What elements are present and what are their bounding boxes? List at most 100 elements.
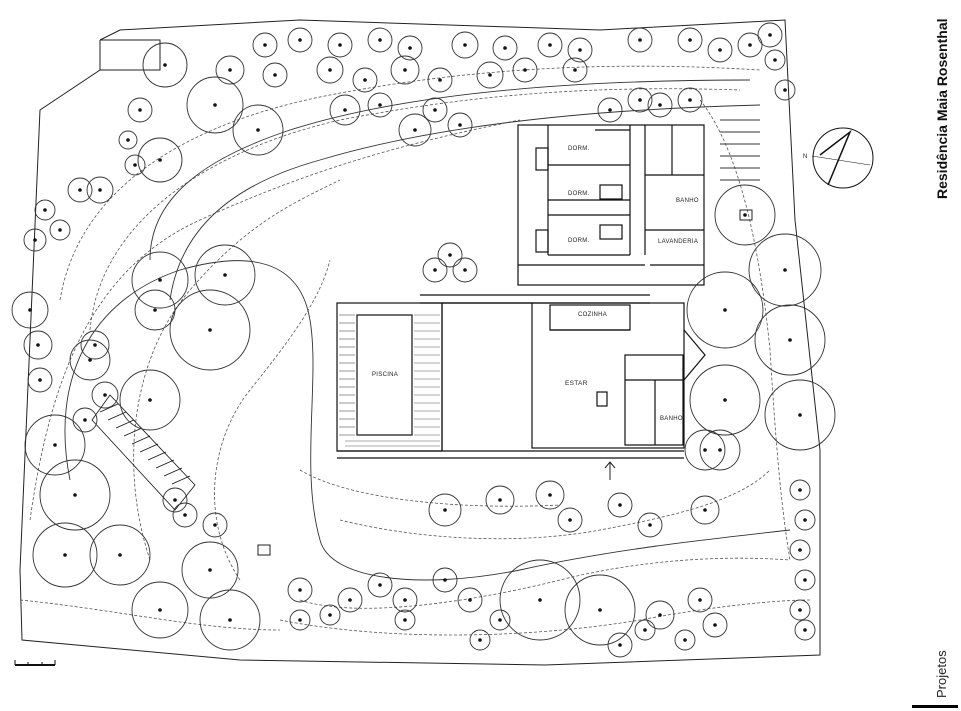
tree-trunk-dot xyxy=(133,163,137,167)
tree-trunk-dot xyxy=(643,628,647,632)
tree-trunk-dot xyxy=(223,273,227,277)
tree-trunk-dot xyxy=(723,308,727,312)
trees-layer xyxy=(12,23,835,657)
tree-trunk-dot xyxy=(58,228,62,232)
tree-trunk-dot xyxy=(53,443,57,447)
tree-trunk-dot xyxy=(126,138,130,142)
tree-trunk-dot xyxy=(638,38,642,42)
tree-trunk-dot xyxy=(163,63,167,67)
tree-trunk-dot xyxy=(598,608,602,612)
tree-trunk-dot xyxy=(103,393,107,397)
tree-trunk-dot xyxy=(328,68,332,72)
boundary-notch xyxy=(100,40,160,70)
tree-trunk-dot xyxy=(478,638,482,642)
tree-trunk-dot xyxy=(783,88,787,92)
tree-trunk-dot xyxy=(98,188,102,192)
tree-trunk-dot xyxy=(338,43,342,47)
tree-trunk-dot xyxy=(153,308,157,312)
tree-trunk-dot xyxy=(343,108,347,112)
tree-trunk-dot xyxy=(256,128,260,132)
pool-deck-boards xyxy=(339,315,440,446)
tree-trunk-dot xyxy=(173,498,177,502)
tree-trunk-dot xyxy=(458,123,462,127)
room-label-dorm: DORM. xyxy=(568,191,590,197)
tree-trunk-dot xyxy=(208,328,212,332)
tree-trunk-dot xyxy=(688,98,692,102)
room-label-lavanderia: LAVANDERIA xyxy=(658,239,698,245)
tree-trunk-dot xyxy=(718,448,722,452)
tree-trunk-dot xyxy=(468,598,472,602)
section-label: Projetos xyxy=(934,650,949,698)
tree-trunk-dot xyxy=(73,493,77,497)
tree-trunk-dot xyxy=(548,493,552,497)
tree-trunk-dot xyxy=(36,343,40,347)
tree-trunk-dot xyxy=(363,78,367,82)
tree-trunk-dot xyxy=(33,238,37,242)
tree-trunk-dot xyxy=(688,38,692,42)
tree-trunk-dot xyxy=(93,343,97,347)
tree-trunk-dot xyxy=(298,618,302,622)
tree-trunk-dot xyxy=(798,608,802,612)
north-arrow-icon xyxy=(812,128,873,188)
tree-trunk-dot xyxy=(433,108,437,112)
tree-trunk-dot xyxy=(578,48,582,52)
tree-trunk-dot xyxy=(403,618,407,622)
tree-trunk-dot xyxy=(783,268,787,272)
section-marker-bar xyxy=(912,705,958,708)
tree-trunk-dot xyxy=(438,78,442,82)
tree-trunk-dot xyxy=(618,503,622,507)
tree-trunk-dot xyxy=(488,73,492,77)
tree-trunk-dot xyxy=(638,98,642,102)
tree-trunk-dot xyxy=(503,46,507,50)
tree-trunk-dot xyxy=(658,103,662,107)
tree-trunk-dot xyxy=(403,598,407,602)
tree-trunk-dot xyxy=(648,523,652,527)
tree-trunk-dot xyxy=(803,628,807,632)
tree-trunk-dot xyxy=(803,578,807,582)
room-label-banho: BANHO xyxy=(660,416,683,422)
tree-trunk-dot xyxy=(138,108,142,112)
tree-trunk-dot xyxy=(433,268,437,272)
tree-trunk-dot xyxy=(413,128,417,132)
tree-trunk-dot xyxy=(78,188,82,192)
tree-trunk-dot xyxy=(703,448,707,452)
sidebar-section: Projetos xyxy=(908,630,938,702)
tree-trunk-dot xyxy=(523,68,527,72)
sidebar-title: Residência Maia Rosenthal xyxy=(908,4,938,199)
house-plan xyxy=(337,125,705,458)
tree-trunk-dot xyxy=(408,46,412,50)
tree-trunk-dot xyxy=(298,38,302,42)
room-label-dorm: DORM. xyxy=(568,146,590,152)
tree-trunk-dot xyxy=(348,598,352,602)
tree-trunk-dot xyxy=(463,43,467,47)
tree-trunk-dot xyxy=(263,43,267,47)
tree-trunk-dot xyxy=(768,33,772,37)
tree-trunk-dot xyxy=(498,498,502,502)
tree-trunk-dot xyxy=(213,523,217,527)
tree-trunk-dot xyxy=(573,68,577,72)
tree-trunk-dot xyxy=(748,43,752,47)
tree-trunk-dot xyxy=(703,508,707,512)
tree-trunk-dot xyxy=(28,308,32,312)
tree-trunk-dot xyxy=(158,158,162,162)
tree-trunk-dot xyxy=(228,68,232,72)
tree-trunk-dot xyxy=(618,643,622,647)
tree-trunk-dot xyxy=(298,588,302,592)
tree-trunk-dot xyxy=(713,623,717,627)
tree-trunk-dot xyxy=(658,613,662,617)
tree-trunk-dot xyxy=(798,548,802,552)
tree-trunk-dot xyxy=(43,208,47,212)
tree-trunk-dot xyxy=(698,598,702,602)
tree-trunk-dot xyxy=(378,38,382,42)
room-label-estar: ESTAR xyxy=(565,380,588,387)
tree-trunk-dot xyxy=(328,613,332,617)
entry-arrow-icon xyxy=(605,462,615,480)
driveway-path xyxy=(65,80,790,580)
tree-trunk-dot xyxy=(378,103,382,107)
tree-trunk-dot xyxy=(158,278,162,282)
garden-feature xyxy=(258,545,270,555)
room-labels: DORM. DORM. DORM. BANHO LAVANDERIA COZIN… xyxy=(372,146,808,422)
tree-trunk-dot xyxy=(718,48,722,52)
scale-bar-icon xyxy=(15,660,55,665)
tree-trunk-dot xyxy=(683,638,687,642)
